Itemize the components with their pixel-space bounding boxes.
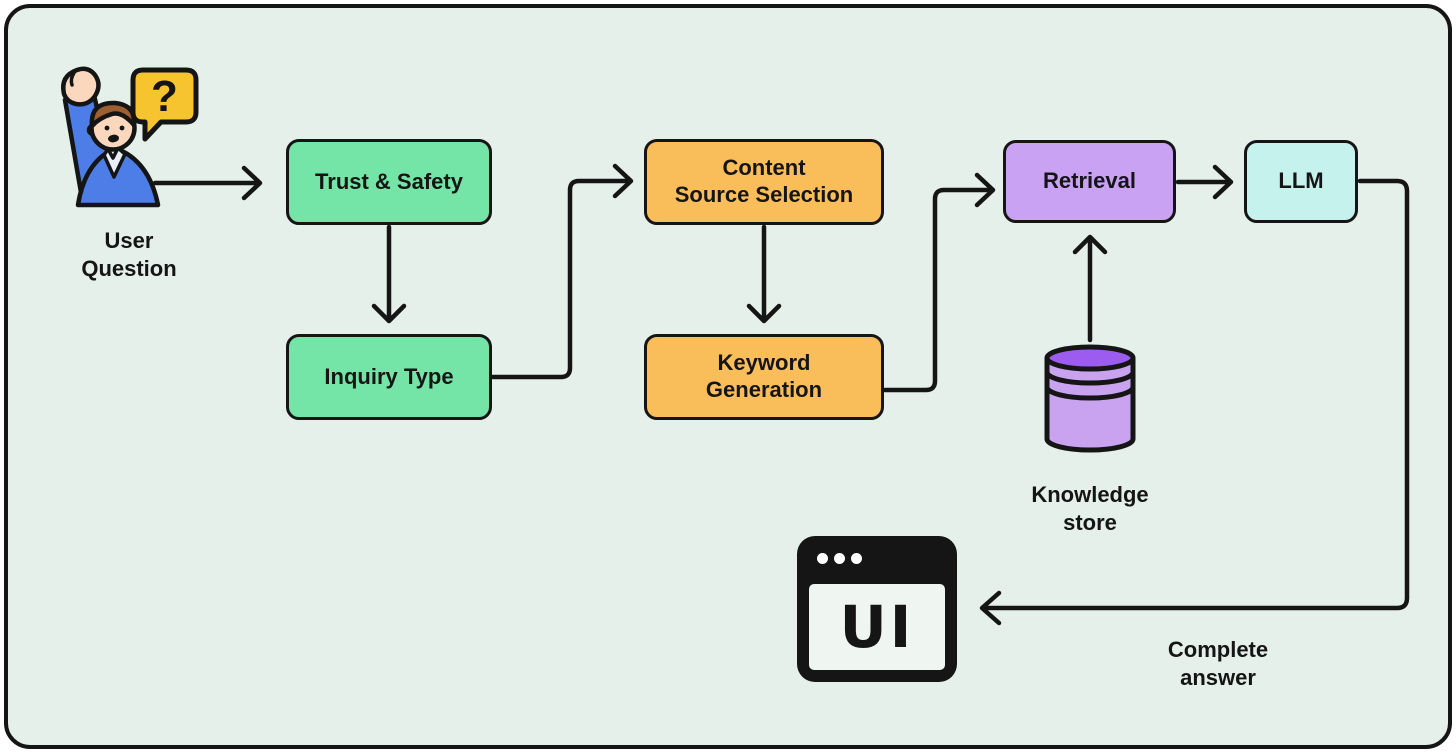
node-inquiry-type-label: Inquiry Type [324, 363, 454, 389]
person-fist-crease [69, 71, 76, 87]
question-mark-glyph: ? [151, 72, 178, 121]
cylinder-body [1044, 358, 1136, 453]
person-fist [61, 66, 101, 107]
browser-dot [851, 553, 862, 564]
database-cylinder-icon [1042, 344, 1138, 456]
node-retrieval-label: Retrieval [1043, 168, 1136, 194]
node-llm-label: LLM [1278, 168, 1324, 194]
node-content-source-selection: Content Source Selection [644, 139, 884, 225]
node-trust-safety: Trust & Safety [286, 139, 492, 225]
user-question-label: User Question [81, 228, 177, 281]
person-eye-right [119, 125, 125, 131]
cylinder-top [1044, 344, 1136, 372]
knowledge-store-label: Knowledge store [1031, 482, 1149, 535]
question-speech-bubble-icon [130, 67, 199, 142]
node-trust-safety-label: Trust & Safety [315, 168, 463, 194]
person-mouth [108, 134, 119, 143]
node-keyword-generation: Keyword Generation [644, 334, 884, 420]
node-inquiry-type: Inquiry Type [286, 334, 492, 420]
node-content-source-selection-label: Content Source Selection [674, 155, 854, 207]
complete-answer-label: Complete answer [1167, 637, 1269, 690]
browser-body: UI [809, 584, 945, 670]
browser-dot [834, 553, 845, 564]
node-llm: LLM [1244, 140, 1358, 223]
ui-label: UI [839, 593, 915, 661]
person-raising-hand-icon: ? [52, 58, 217, 210]
person-hair [89, 100, 137, 129]
node-retrieval: Retrieval [1003, 140, 1176, 223]
browser-dot [817, 553, 828, 564]
person-eye-left [104, 125, 110, 131]
browser-window-icon: UI [797, 536, 957, 682]
node-keyword-generation-label: Keyword Generation [705, 350, 823, 402]
